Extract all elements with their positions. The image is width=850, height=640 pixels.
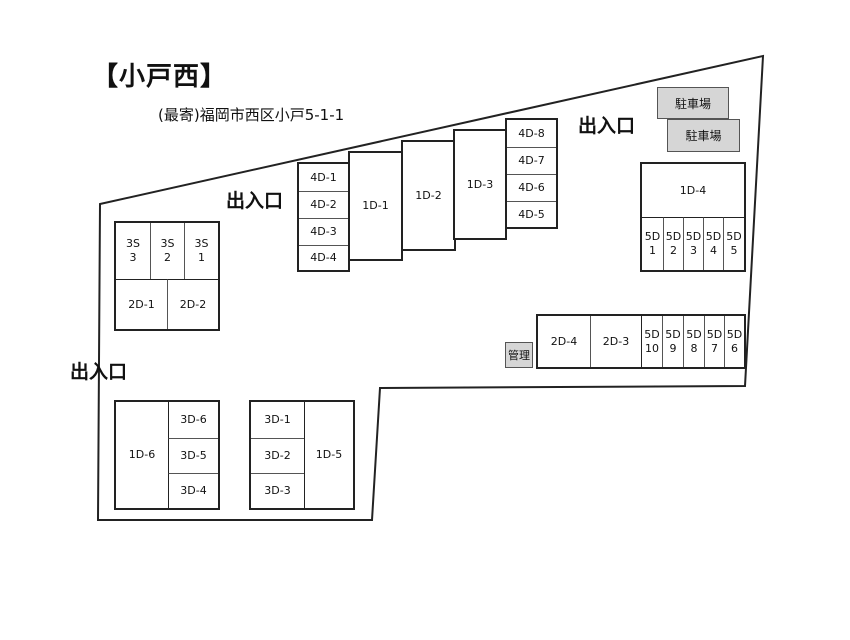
unit-3s-3[interactable]: 3S 3 [126, 237, 140, 264]
unit-3d-4[interactable]: 3D-4 [168, 473, 218, 508]
unit-5d-4[interactable]: 5D 4 [703, 217, 723, 270]
unit-4d-6[interactable]: 4D-6 [507, 174, 556, 201]
unit-1d-2-block: 1D-2 [401, 140, 456, 251]
unit-2d-4[interactable]: 2D-4 [550, 334, 578, 348]
unit-5d-10[interactable]: 5D 10 [641, 316, 662, 367]
unit-1d-2[interactable]: 1D-2 [415, 188, 442, 202]
unit-4d-5[interactable]: 4D-5 [507, 201, 556, 227]
unit-1d-3[interactable]: 1D-3 [466, 177, 494, 191]
unit-2d-1[interactable]: 2D-1 [116, 279, 167, 329]
unit-1d-3-block: 1D-3 [453, 129, 507, 240]
unit-3s-1[interactable]: 3S 1 [184, 223, 218, 279]
unit-block-4d-left: 4D-1 4D-2 4D-3 4D-4 [297, 162, 350, 272]
unit-5d-8[interactable]: 5D 8 [683, 316, 704, 367]
unit-1d-1[interactable]: 1D-1 [362, 199, 389, 213]
unit-1d-4[interactable]: 1D-4 [679, 183, 707, 197]
unit-block-south: 3D-1 3D-2 3D-3 1D-5 [249, 400, 355, 510]
unit-5d-6[interactable]: 5D 6 [724, 316, 744, 367]
unit-3d-3[interactable]: 3D-3 [251, 473, 304, 508]
unit-block-west: 3S 3 3S 2 3S 1 2D-1 2D-2 [114, 221, 220, 331]
unit-5d-3[interactable]: 5D 3 [683, 217, 703, 270]
entrance-label-north: 出入口 [226, 190, 284, 212]
entrance-label-west: 出入口 [70, 361, 128, 383]
unit-4d-8[interactable]: 4D-8 [518, 126, 545, 140]
unit-5d-1[interactable]: 5D 1 [642, 217, 663, 270]
unit-block-southeast: 2D-4 2D-3 5D 10 5D 9 5D 8 5D 7 5D 6 [536, 314, 746, 369]
address: (最寄)福岡市西区小戸5-1-1 [158, 106, 345, 124]
unit-4d-2[interactable]: 4D-2 [299, 191, 348, 218]
unit-block-east: 1D-4 5D 1 5D 2 5D 3 5D 4 5D 5 [640, 162, 746, 272]
unit-5d-9[interactable]: 5D 9 [662, 316, 683, 367]
unit-3s-2[interactable]: 3S 2 [150, 223, 184, 279]
unit-2d-3[interactable]: 2D-3 [590, 316, 641, 367]
unit-1d-5[interactable]: 1D-5 [304, 402, 353, 508]
management-office: 管理 [505, 342, 533, 368]
page-title: 【小戸西】 [92, 62, 228, 92]
unit-5d-5[interactable]: 5D 5 [723, 217, 744, 270]
unit-1d-6[interactable]: 1D-6 [128, 448, 156, 462]
parking-lot-2: 駐車場 [667, 119, 740, 152]
unit-5d-2[interactable]: 5D 2 [663, 217, 683, 270]
unit-3d-2[interactable]: 3D-2 [251, 438, 304, 473]
entrance-label-northeast: 出入口 [578, 115, 636, 137]
unit-5d-7[interactable]: 5D 7 [704, 316, 724, 367]
parking-lot-1: 駐車場 [657, 87, 729, 119]
unit-4d-4[interactable]: 4D-4 [299, 245, 348, 270]
unit-1d-1-block: 1D-1 [348, 151, 403, 261]
unit-4d-3[interactable]: 4D-3 [299, 218, 348, 245]
unit-4d-7[interactable]: 4D-7 [507, 147, 556, 174]
unit-block-4d-right: 4D-8 4D-7 4D-6 4D-5 [505, 118, 558, 229]
unit-3d-1[interactable]: 3D-1 [264, 413, 291, 427]
unit-3d-5[interactable]: 3D-5 [168, 438, 218, 473]
unit-block-southwest: 1D-6 3D-6 3D-5 3D-4 [114, 400, 220, 510]
unit-3d-6[interactable]: 3D-6 [168, 402, 218, 438]
unit-4d-1[interactable]: 4D-1 [310, 170, 337, 184]
unit-2d-2[interactable]: 2D-2 [167, 279, 218, 329]
